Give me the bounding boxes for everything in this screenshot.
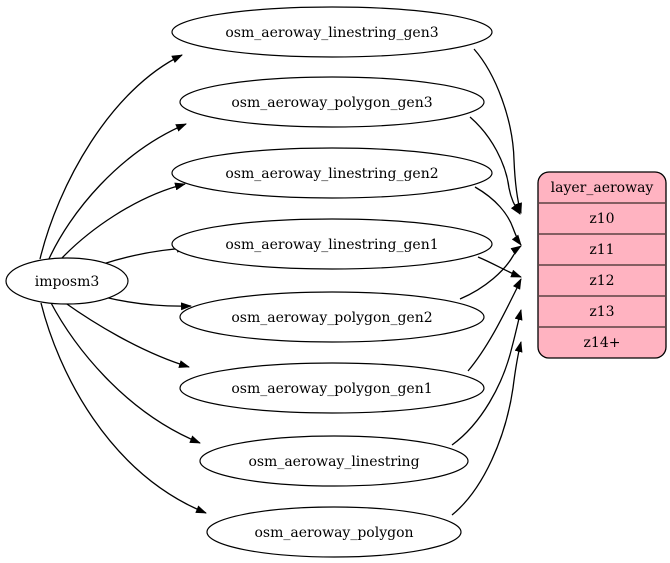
table-row-z11[interactable]: z11	[589, 242, 614, 258]
node-osm-aeroway-linestring-gen1[interactable]: osm_aeroway_linestring_gen1	[171, 218, 493, 270]
node-ellipse[interactable]	[171, 218, 493, 270]
node-label: osm_aeroway_linestring_gen2	[225, 166, 438, 182]
node-ellipse[interactable]	[179, 362, 485, 414]
edge-imposm3-to-linestring-gen1	[102, 244, 188, 265]
node-label: osm_aeroway_polygon_gen1	[231, 381, 432, 397]
node-label: osm_aeroway_linestring_gen3	[225, 25, 438, 41]
table-row-z14plus[interactable]: z14+	[584, 335, 621, 351]
node-osm-aeroway-polygon-gen2[interactable]: osm_aeroway_polygon_gen2	[179, 291, 485, 343]
edge-imposm3-to-polygon-gen1	[63, 301, 190, 368]
edge-imposm3-to-linestring-gen3	[39, 54, 183, 260]
imposm3-ellipse[interactable]	[5, 257, 129, 305]
node-label: osm_aeroway_linestring_gen1	[225, 237, 438, 253]
node-ellipse[interactable]	[179, 76, 485, 128]
edge-polygon-to-z14plus	[451, 341, 523, 516]
edge-imposm3-to-linestring-gen2	[61, 182, 186, 259]
node-imposm3[interactable]: imposm3	[5, 257, 129, 305]
node-osm-aeroway-polygon-gen1[interactable]: osm_aeroway_polygon_gen1	[179, 362, 485, 414]
node-ellipse[interactable]	[199, 435, 469, 487]
node-label: osm_aeroway_polygon	[254, 525, 413, 541]
node-osm-aeroway-polygon[interactable]: osm_aeroway_polygon	[206, 506, 462, 558]
node-osm-aeroway-linestring[interactable]: osm_aeroway_linestring	[199, 435, 469, 487]
node-osm-aeroway-linestring-gen3[interactable]: osm_aeroway_linestring_gen3	[171, 6, 493, 58]
node-ellipse[interactable]	[171, 147, 493, 199]
edges-source-to-tables	[39, 54, 207, 514]
edge-linestring-gen2-to-z11	[474, 186, 522, 246]
node-label: osm_aeroway_polygon_gen3	[231, 95, 432, 111]
edge-imposm3-to-linestring	[49, 300, 201, 444]
node-label: osm_aeroway_polygon_gen2	[231, 310, 432, 326]
node-label: osm_aeroway_linestring	[248, 454, 419, 470]
node-osm-aeroway-linestring-gen2[interactable]: osm_aeroway_linestring_gen2	[171, 147, 493, 199]
edges-tables-to-layer	[451, 48, 523, 516]
edge-linestring-gen1-to-z12	[477, 256, 522, 278]
node-osm-aeroway-polygon-gen3[interactable]: osm_aeroway_polygon_gen3	[179, 76, 485, 128]
edge-polygon-gen1-to-z12	[467, 278, 522, 372]
table-row-z10[interactable]: z10	[589, 211, 614, 227]
table-header-label: layer_aeroway	[551, 180, 654, 196]
edge-imposm3-to-polygon	[40, 302, 207, 514]
imposm3-label: imposm3	[35, 274, 100, 290]
node-layer-aeroway-table[interactable]: layer_aeroway z10 z11 z12 z13 z14+	[537, 171, 667, 359]
edge-linestring-to-z13	[451, 309, 523, 446]
node-ellipse[interactable]	[171, 6, 493, 58]
table-row-z12[interactable]: z12	[589, 273, 614, 289]
node-ellipse[interactable]	[179, 291, 485, 343]
table-row-z13[interactable]: z13	[589, 304, 614, 320]
edge-polygon-gen2-to-z11	[459, 245, 522, 300]
edge-imposm3-to-polygon-gen2	[103, 296, 192, 311]
edge-imposm3-to-polygon-gen3	[47, 123, 187, 262]
node-ellipse[interactable]	[206, 506, 462, 558]
edge-linestring-gen3-to-z10	[473, 48, 522, 214]
edge-polygon-gen3-to-z10	[469, 116, 521, 215]
